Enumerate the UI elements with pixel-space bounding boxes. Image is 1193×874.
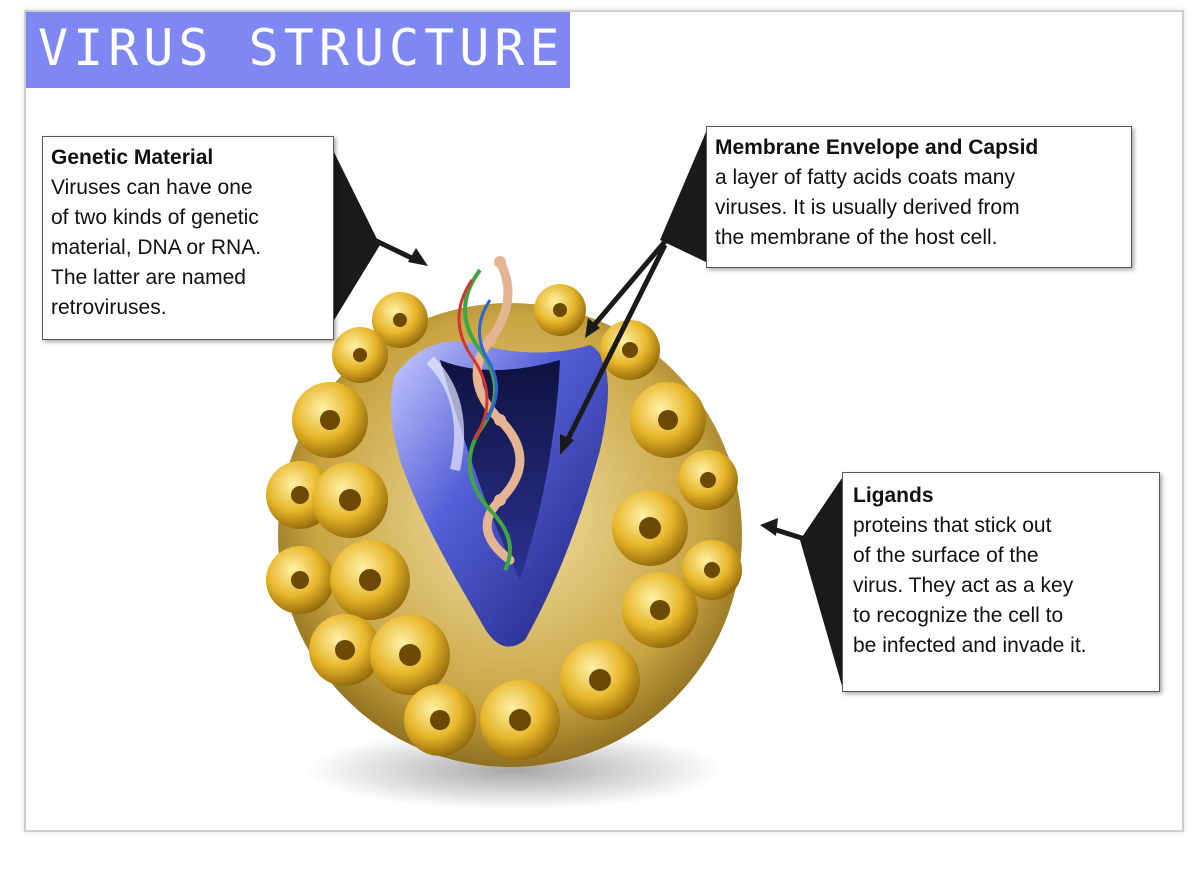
callout-line: be infected and invade it.	[853, 631, 1149, 661]
ligand-icon	[332, 327, 388, 383]
membrane-envelope-callout: Membrane Envelope and Capsid a layer of …	[706, 126, 1132, 268]
ligand-icon	[534, 284, 586, 336]
ligands-callout-pointer	[760, 478, 842, 686]
callout-line: retroviruses.	[51, 293, 325, 323]
callout-line: Viruses can have one	[51, 173, 325, 203]
callout-line: viruses. It is usually derived from	[715, 193, 1123, 223]
membrane-envelope-heading: Membrane Envelope and Capsid	[715, 133, 1123, 163]
ligand-icon	[309, 614, 381, 686]
ligand-icon	[266, 546, 334, 614]
callout-line: to recognize the cell to	[853, 601, 1149, 631]
ligand-icon	[404, 684, 476, 756]
ligands-callout: Ligands proteins that stick out of the s…	[842, 472, 1160, 692]
callout-line: of the surface of the	[853, 541, 1149, 571]
ligand-icon	[330, 540, 410, 620]
genetic-material-callout: Genetic Material Viruses can have one of…	[42, 136, 334, 340]
genetic-material-heading: Genetic Material	[51, 143, 325, 173]
callout-line: virus. They act as a key	[853, 571, 1149, 601]
callout-line: proteins that stick out	[853, 511, 1149, 541]
ligand-icon	[370, 615, 450, 695]
callout-line: material, DNA or RNA.	[51, 233, 325, 263]
callout-line: The latter are named	[51, 263, 325, 293]
callout-line: of two kinds of genetic	[51, 203, 325, 233]
ligand-icon	[612, 490, 688, 566]
callout-line: the membrane of the host cell.	[715, 223, 1123, 253]
ligand-icon	[678, 450, 738, 510]
ligand-icon	[480, 680, 560, 760]
ligands-heading: Ligands	[853, 481, 1149, 511]
ligand-icon	[560, 640, 640, 720]
ligand-icon	[600, 320, 660, 380]
ligand-icon	[292, 382, 368, 458]
ligand-icon	[682, 540, 742, 600]
callout-line: a layer of fatty acids coats many	[715, 163, 1123, 193]
ligand-icon	[630, 382, 706, 458]
ligand-icon	[312, 462, 388, 538]
